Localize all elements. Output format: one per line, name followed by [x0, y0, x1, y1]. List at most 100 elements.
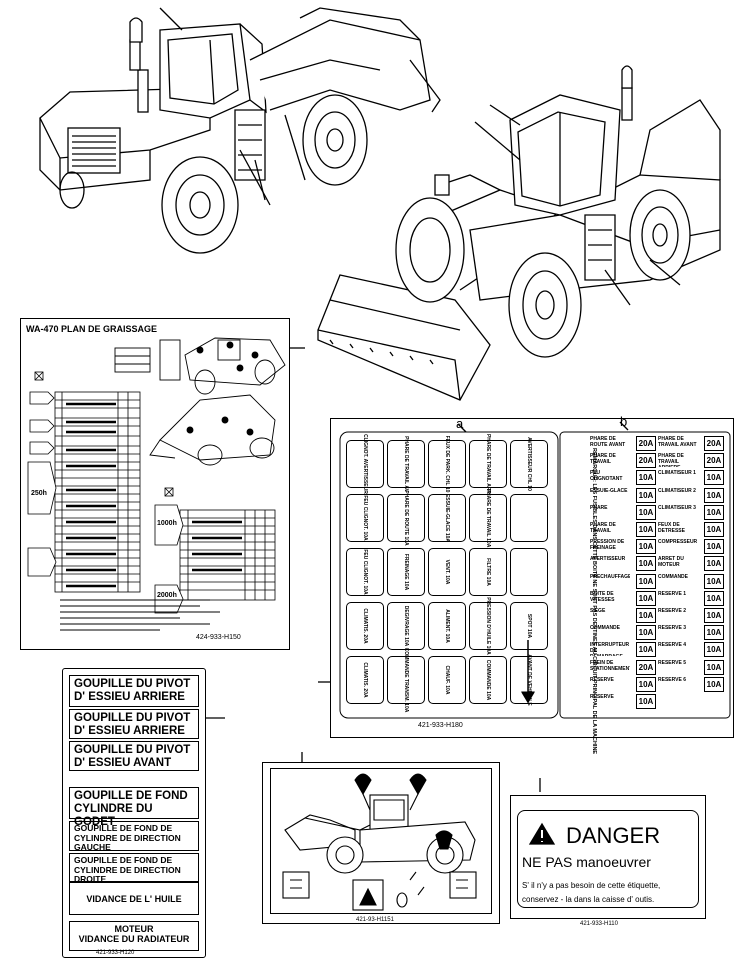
callout-b: b [620, 414, 628, 429]
grease-interval-250h: 250h [31, 490, 47, 497]
fuse-slot-label: FILTRE 10A [485, 558, 491, 586]
fuse-slot: FREINAGE 10A [387, 548, 425, 596]
label-radiator-drain: VIDANCE DU RADIATEUR [69, 921, 199, 951]
fuse-slot: CHAUF. 10A [428, 656, 466, 704]
fuse-amperage: 10A [636, 487, 656, 503]
fuse-slot: VENT. 10A [428, 548, 466, 596]
fuse-amperage: 10A [636, 642, 656, 658]
wheel-loader-front-view [317, 65, 721, 401]
fuse-slot: FILTRE 10A [469, 548, 507, 596]
grease-chart-tables [27, 371, 276, 631]
fuse-slot-label: PRESSION D'HUILE 10A [485, 597, 491, 655]
danger-body-line-2: conservez - la dans la caisse d' outis. [522, 895, 655, 904]
fuse-circuit-label: FEUX DE DETRESSE [658, 522, 685, 534]
fuse-slot-label: VENT. 10A [444, 559, 450, 585]
fuse-slot: CLIMATIS. 20A [346, 656, 384, 704]
fuse-amperage: 10A [636, 608, 656, 623]
fuse-amperage: 10A [704, 470, 724, 486]
fuse-amperage: 20A [636, 436, 656, 451]
fuse-amperage: 10A [704, 590, 724, 606]
fuse-amperage: 10A [704, 487, 724, 503]
danger-title: DANGER [566, 823, 661, 848]
fuse-amperage: 10A [636, 539, 656, 555]
fuse-circuit-label: PHARE DE TRAVAIL [590, 522, 616, 534]
fuse-slot: FEU CLIGNOT. 10A [346, 548, 384, 596]
fuse-slot: PRESSION D'HUILE 10A [469, 597, 507, 655]
grease-interval-2000h: 2000h [157, 592, 177, 599]
fuse-amperage: 10A [636, 625, 656, 641]
fuse-circuit-label: FREIN DE STATIONNEMENT [590, 659, 630, 672]
fuse-amperage: 10A [704, 676, 724, 692]
fuse-amperage: 10A [704, 539, 724, 555]
fuse-circuit-label: BOITE DE VITESSES [590, 590, 615, 603]
loader-safety-decal-drawing [282, 773, 477, 911]
fuse-circuit-label: ARRET DU MOTEUR [658, 556, 684, 569]
fuse-slot: PHARE DE TRAVAIL AV [387, 436, 425, 492]
fuse-slot-label: FEU CLIGNOT. 10A [362, 495, 368, 541]
fuse-amperage: 10A [636, 556, 656, 572]
fuse-circuit-label: RESERVE 5 [658, 659, 686, 666]
grease-interval-1000h: 1000h [157, 520, 177, 527]
fuse-circuit-label: RESERVE [590, 694, 614, 700]
fuse-slot [510, 494, 548, 542]
fuse-circuit-label: FEU CLIGNOTANT [590, 470, 623, 483]
fuse-slot: COMMANDE 10A [469, 656, 507, 704]
fuse-amperage: 20A [704, 436, 724, 451]
fuse-slot-label: PHARE DE TRAVAIL AV [403, 436, 409, 492]
fuse-slot-label: FEU CLIGNOT. 10A [362, 549, 368, 595]
fuse-circuit-label: COMMANDE [590, 625, 620, 632]
fuse-slot-label: FEUX DE PARK. CHL 10 [444, 435, 450, 493]
fuse-slot: SPOT 10A [510, 602, 548, 650]
fuse-amperage: 10A [704, 504, 724, 520]
fuse-circuit-label: RESERVE 3 [658, 625, 686, 632]
fuse-circuit-label: RESERVE 1 [658, 590, 686, 597]
danger-decal [510, 795, 706, 919]
loader-decal-part-number: 421-93-H1151 [356, 917, 394, 923]
fuse-slot: PHARE DE ROUTE 10A [387, 490, 425, 546]
grease-point-decal [262, 762, 500, 924]
fuse-slot-label: AVANT DE VEHICULE [526, 654, 532, 706]
fuse-slot-label: ALIMENT. 10A [444, 609, 450, 643]
fuse-amperage: 10A [636, 694, 656, 709]
fuse-amperage: 10A [636, 590, 656, 606]
fuse-circuit-label: RESERVE 2 [658, 608, 686, 614]
grease-chart-panel [20, 318, 290, 650]
fuse-slot: ESSUIE-GLACE 10A [428, 494, 466, 542]
fuse-amperage: 10A [636, 470, 656, 486]
fuse-panel-frame [339, 431, 731, 719]
fuse-slot-label: PHARE DE TRAVAIL ARR [485, 433, 491, 495]
fuse-circuit-label: INTERRUPTEUR DE DEMARRAGE [590, 642, 630, 656]
fuse-slot: PHARE DE TRAVAIL ARR [469, 434, 507, 494]
fuse-slot: AVERTISSEUR CHL 10 [510, 437, 548, 491]
pivot-plate-part-number: 421-933-H120 [96, 950, 135, 956]
fuse-circuit-label: CLIMATISEUR 3 [658, 504, 696, 511]
callout-a: a [456, 416, 464, 431]
fuse-slot-label: PHARE DE ROUTE 10A [403, 490, 409, 546]
fuse-slot: DEGIVRAGE 10A [387, 602, 425, 650]
fuse-amperage: 20A [704, 453, 724, 469]
fuse-slot: COMMANDE TRANSM. 10A [387, 648, 425, 712]
fuse-slot [510, 548, 548, 596]
fuse-circuit-label: RESERVE [590, 676, 614, 683]
wheel-loader-rear-view [39, 7, 441, 254]
fuse-circuit-label: PHARE [590, 504, 608, 511]
danger-subtitle: NE PAS manoeuvrer [522, 854, 651, 870]
fuse-slot: CLIMATIS. 20A [346, 602, 384, 650]
fuse-circuit-label: CLIMATISEUR 1 [658, 470, 696, 477]
fuse-slot-label: COMMANDE 10A [485, 659, 491, 701]
grease-point-decal-inner [270, 768, 492, 914]
fuse-circuit-label: COMMANDE [658, 573, 688, 580]
fuse-circuit-label: PHARE DE TRAVAIL [590, 453, 616, 466]
fuse-circuit-label: RESERVE 4 [658, 642, 686, 649]
fuse-amperage: 10A [636, 573, 656, 589]
fuse-amperage: 10A [704, 522, 724, 537]
danger-body-line-1: S' il n'y a pas besoin de cette étiquett… [522, 881, 661, 890]
fuse-amperage: 10A [704, 659, 724, 675]
fuse-slot-label: DEGIVRAGE 10A [403, 605, 409, 647]
